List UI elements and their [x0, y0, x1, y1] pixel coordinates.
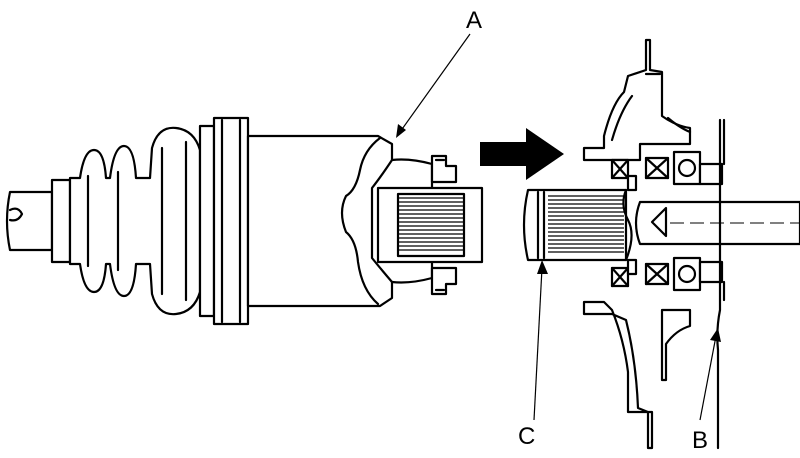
callout-c-label: C [518, 423, 535, 450]
callout-leaders [396, 33, 721, 421]
cv-boot [68, 126, 202, 316]
driveshaft-assembly [5, 116, 484, 326]
callout-b-label: B [692, 427, 708, 454]
intermediate-shaft [522, 188, 633, 262]
boot-band [198, 116, 250, 326]
output-shaft [634, 200, 800, 246]
shaft-stub [5, 178, 72, 264]
callout-a-label: A [466, 7, 482, 34]
carrier-housing [582, 38, 724, 450]
splined-stub [376, 154, 484, 296]
right-arrow-icon [480, 128, 564, 180]
